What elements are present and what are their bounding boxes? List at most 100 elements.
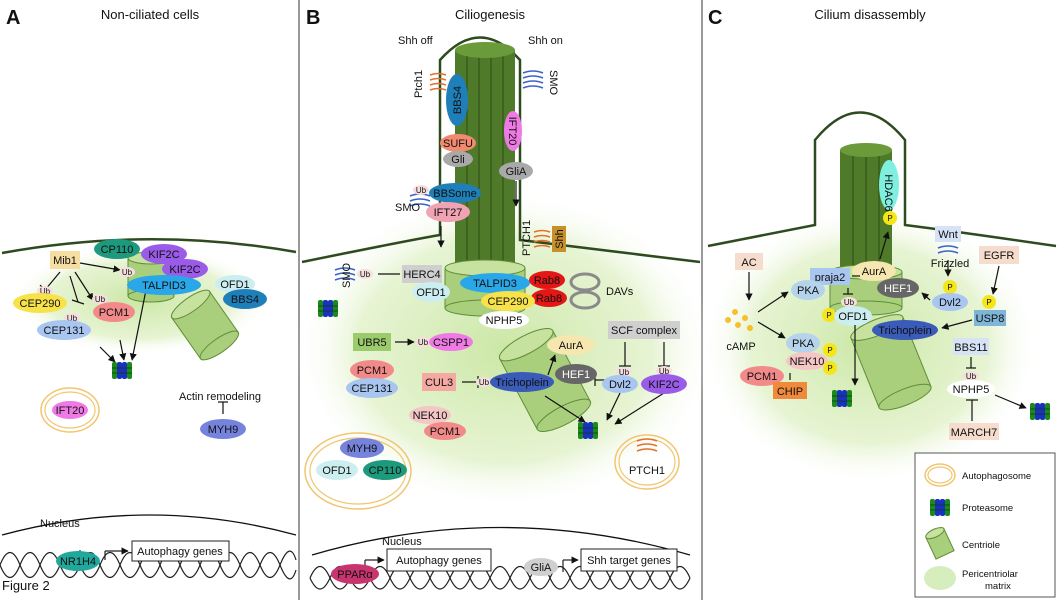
CUL3: CUL3 [422, 373, 456, 391]
HERC4: HERC4 [402, 265, 442, 283]
svg-text:BBS11: BBS11 [954, 342, 987, 354]
IFT20: IFT20 [504, 111, 522, 151]
svg-text:Autophagy genes: Autophagy genes [137, 546, 223, 558]
svg-text:PCM1: PCM1 [357, 365, 388, 377]
MYH9: MYH9 [200, 419, 246, 439]
svg-text:P: P [826, 311, 831, 320]
nuclear-envelope-a [1, 514, 297, 536]
P: P [822, 308, 836, 322]
svg-text:NPHP5: NPHP5 [953, 384, 990, 396]
actin-remodeling-label: Actin remodeling [179, 391, 261, 403]
Ptch1: Ptch1 [413, 70, 425, 98]
svg-text:Ub: Ub [966, 372, 977, 381]
HEF1: HEF1 [555, 364, 597, 384]
svg-text:IFT20: IFT20 [506, 117, 518, 146]
KIF2C: KIF2C [162, 259, 208, 279]
svg-text:Wnt: Wnt [938, 229, 958, 241]
proteasome-icon [317, 299, 339, 318]
svg-text:AurA: AurA [559, 340, 584, 352]
svg-text:Ub: Ub [360, 270, 371, 279]
ubiquitin-tag: Ub [656, 366, 672, 376]
KIF2C: KIF2C [641, 374, 687, 394]
IFT20: IFT20 [56, 405, 85, 417]
svg-text:OFD1: OFD1 [322, 465, 351, 477]
PTCH1: PTCH1 [521, 220, 533, 256]
svg-text:PKA: PKA [792, 338, 815, 350]
svg-text:HEF1: HEF1 [884, 283, 912, 295]
autophagy-genes-box-b: Autophagy genes [386, 548, 492, 572]
svg-text:MYH9: MYH9 [347, 443, 378, 455]
ubiquitin-tag: Ub [92, 294, 108, 304]
P: P [883, 211, 897, 225]
ptch1-receptor-icon [429, 72, 447, 91]
legend: Autophagosome Proteasome Centriole Peric… [914, 452, 1056, 598]
shh-off-label: Shh off [398, 35, 434, 47]
OFD1: OFD1 [215, 275, 255, 293]
svg-text:AC: AC [741, 257, 756, 269]
svg-text:OFD1: OFD1 [416, 287, 445, 299]
svg-text:Ub: Ub [844, 298, 855, 307]
panel-b: B Ciliogenesis Shh off Shh on Ptch1 [295, 7, 715, 590]
CP110: CP110 [94, 239, 140, 259]
camp-molecules-icon [725, 309, 753, 331]
svg-text:Ub: Ub [40, 287, 51, 296]
svg-text:HDAC6: HDAC6 [882, 174, 894, 211]
svg-text:PCM1: PCM1 [99, 307, 130, 319]
ubiquitin-tag: Ub [415, 337, 431, 347]
legend-centriole: Centriole [925, 527, 1000, 560]
ubiquitin-tag: Ub [357, 269, 373, 279]
svg-text:Ub: Ub [122, 268, 133, 277]
legend-proteasome: Proteasome [929, 498, 1013, 517]
svg-text:Proteasome: Proteasome [962, 503, 1013, 514]
Shh: Shh [552, 226, 566, 252]
PKA: PKA [791, 280, 825, 300]
svg-text:CEP131: CEP131 [44, 325, 85, 337]
PCM1: PCM1 [350, 360, 394, 380]
smo-receptor-icon [522, 70, 544, 89]
HEF1: HEF1 [877, 278, 919, 298]
davs-vesicles-icon [569, 272, 601, 310]
svg-text:Rab8: Rab8 [534, 275, 560, 287]
svg-text:Ub: Ub [416, 186, 427, 195]
svg-text:Ub: Ub [418, 338, 429, 347]
panel-c-title: Cilium disassembly [814, 7, 926, 22]
svg-text:Trichoplein: Trichoplein [878, 325, 931, 337]
NEK10: NEK10 [409, 406, 451, 424]
svg-text:BBSome: BBSome [433, 188, 476, 200]
svg-text:Ub: Ub [659, 367, 670, 376]
NR1H4: NR1H4 [56, 551, 100, 571]
NPHP5: NPHP5 [947, 380, 995, 398]
svg-text:MYH9: MYH9 [208, 424, 239, 436]
svg-text:Dvl2: Dvl2 [939, 297, 961, 309]
ubiquitin-tag: Ub [616, 367, 632, 377]
Trichoplein: Trichoplein [872, 320, 938, 340]
ubiquitin-tag: Ub [119, 267, 135, 277]
svg-text:P: P [887, 214, 892, 223]
Mib1: Mib1 [50, 251, 80, 269]
SMO: SMO [341, 263, 353, 289]
autophagosome-icon: IFT20 [40, 387, 100, 433]
PPARa: PPARα [331, 564, 379, 584]
proteasome-icon [111, 361, 133, 380]
proteasome-icon [1029, 402, 1051, 421]
svg-text:OFD1: OFD1 [220, 279, 249, 291]
MARCH7: MARCH7 [949, 423, 999, 440]
svg-text:CP110: CP110 [369, 465, 402, 477]
svg-text:Pericentriolar: Pericentriolar [962, 569, 1018, 580]
AurA: AurA [852, 261, 896, 281]
svg-text:TALPID3: TALPID3 [142, 280, 186, 292]
svg-text:Ub: Ub [95, 295, 106, 304]
svg-text:OFD1: OFD1 [838, 311, 867, 323]
svg-text:SCF complex: SCF complex [611, 325, 678, 337]
P: P [823, 343, 837, 357]
svg-text:Autophagy genes: Autophagy genes [396, 555, 482, 567]
TALPID3: TALPID3 [127, 275, 201, 295]
BBS4: BBS4 [223, 289, 267, 309]
proteasome-icon [831, 389, 853, 408]
BBS4: BBS4 [446, 74, 468, 126]
svg-text:UBR5: UBR5 [357, 337, 386, 349]
PCM1: PCM1 [740, 366, 784, 386]
svg-text:KIF2C: KIF2C [648, 379, 679, 391]
panel-c: C Cilium disassembly HDAC6 P [700, 7, 1057, 598]
